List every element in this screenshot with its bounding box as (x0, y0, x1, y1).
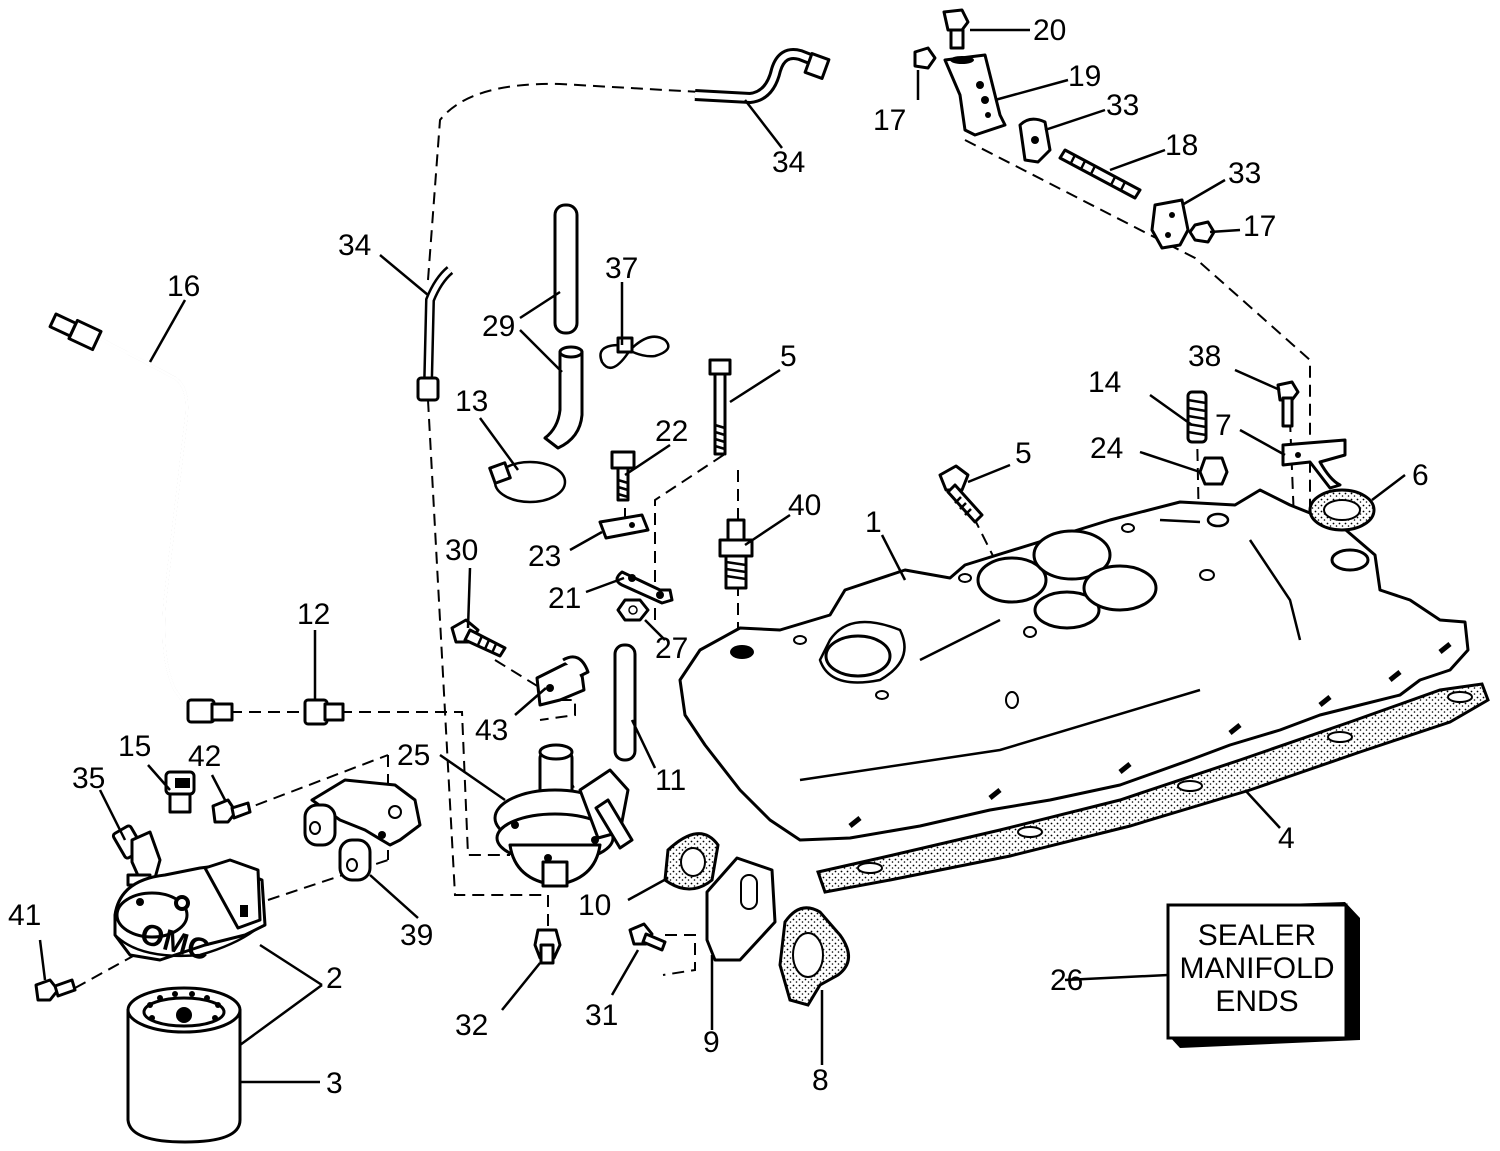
callout-23: 23 (528, 540, 561, 573)
nut-17b (1188, 220, 1216, 244)
callout-34-left: 34 (338, 229, 371, 262)
plate-21 (615, 570, 674, 605)
callout-17-lower: 17 (1243, 210, 1276, 243)
callout-33-lower: 33 (1228, 157, 1261, 190)
callout-37: 37 (605, 252, 638, 285)
callout-35: 35 (72, 762, 105, 795)
plate-23 (598, 513, 650, 540)
callout-38: 38 (1188, 340, 1221, 373)
callout-5-upper: 5 (780, 340, 797, 373)
callout-labels: 20 17 19 33 18 33 17 34 34 16 29 37 13 5… (8, 14, 1429, 1100)
gasket-8 (778, 906, 850, 1007)
callout-15: 15 (118, 730, 151, 763)
callout-30: 30 (445, 534, 478, 567)
nut-17a (913, 46, 937, 70)
fitting-12 (303, 698, 345, 726)
fuel-line-34 (416, 48, 831, 402)
rod-11 (613, 643, 637, 762)
callout-42: 42 (188, 740, 221, 773)
callout-18: 18 (1165, 129, 1198, 162)
bolt-20 (942, 8, 970, 50)
clamp-37 (599, 335, 670, 370)
callout-9: 9 (703, 1026, 720, 1059)
rod-18 (1058, 148, 1142, 200)
callout-22: 22 (655, 415, 688, 448)
callout-16: 16 (167, 270, 200, 303)
callout-43: 43 (475, 714, 508, 747)
clamp-33b (1150, 198, 1190, 250)
bolt-38 (1276, 380, 1300, 428)
callout-27: 27 (655, 632, 688, 665)
clamp-33a (1018, 117, 1052, 164)
hoses-29 (543, 203, 584, 450)
callout-4: 4 (1278, 822, 1295, 855)
callout-7: 7 (1215, 409, 1232, 442)
bracket-39 (303, 778, 422, 882)
plug-15 (164, 770, 196, 814)
callout-10: 10 (578, 889, 611, 922)
clamp-13 (488, 460, 567, 504)
fuel-line-16 (48, 312, 234, 724)
callout-24: 24 (1090, 432, 1123, 465)
callout-3: 3 (326, 1067, 343, 1100)
sealer-box-line-1: SEALER (1198, 919, 1316, 952)
callout-33-upper: 33 (1106, 89, 1139, 122)
callout-13: 13 (455, 385, 488, 418)
gasket-10 (663, 832, 720, 891)
callout-2: 2 (326, 962, 343, 995)
bracket-19 (943, 53, 1007, 137)
callout-20: 20 (1033, 14, 1066, 47)
bolt-41 (34, 978, 77, 1002)
sender-40 (718, 518, 754, 590)
bolt-5a (708, 358, 732, 456)
nut-24 (1198, 456, 1229, 486)
callout-25: 25 (397, 739, 430, 772)
intake-manifold-1 (678, 488, 1470, 842)
bolt-22 (610, 450, 636, 502)
bolt-42 (211, 798, 252, 824)
bolt-5b (938, 464, 984, 524)
leader-lines (38, 28, 1406, 1084)
callout-12: 12 (297, 598, 330, 631)
bracket-7 (1281, 438, 1347, 490)
nut-27 (616, 598, 650, 622)
callout-11: 11 (655, 764, 686, 797)
callout-5-lower: 5 (1015, 437, 1032, 470)
gasket-4 (816, 682, 1490, 894)
callout-17-upper: 17 (873, 104, 906, 137)
callout-8: 8 (812, 1064, 829, 1097)
sealer-box-26: SEALER MANIFOLD ENDS (1166, 902, 1360, 1048)
fuel-filter-3 (126, 986, 242, 1144)
callout-32: 32 (455, 1009, 488, 1042)
bolt-30 (450, 618, 507, 658)
stud-14 (1186, 390, 1208, 444)
gasket-6 (1308, 488, 1376, 532)
callout-14: 14 (1088, 366, 1121, 399)
plate-9 (705, 856, 777, 962)
sealer-box-line-3: ENDS (1215, 985, 1298, 1018)
sealer-box-line-2: MANIFOLD (1179, 952, 1334, 985)
filter-head-2: OMC (113, 858, 267, 967)
callout-19: 19 (1068, 60, 1101, 93)
callout-29: 29 (482, 310, 515, 343)
callout-40: 40 (788, 489, 821, 522)
fuel-pump-25 (493, 743, 634, 888)
callout-21: 21 (548, 582, 581, 615)
callout-41: 41 (8, 899, 41, 932)
bracket-43 (535, 655, 590, 707)
callout-26: 26 (1050, 964, 1083, 997)
callout-34-upper: 34 (772, 146, 805, 179)
callout-31: 31 (585, 999, 618, 1032)
fitting-32 (533, 928, 562, 965)
callout-6: 6 (1412, 459, 1429, 492)
callout-39: 39 (400, 919, 433, 952)
callout-1: 1 (865, 506, 882, 539)
bolt-31 (628, 922, 667, 952)
